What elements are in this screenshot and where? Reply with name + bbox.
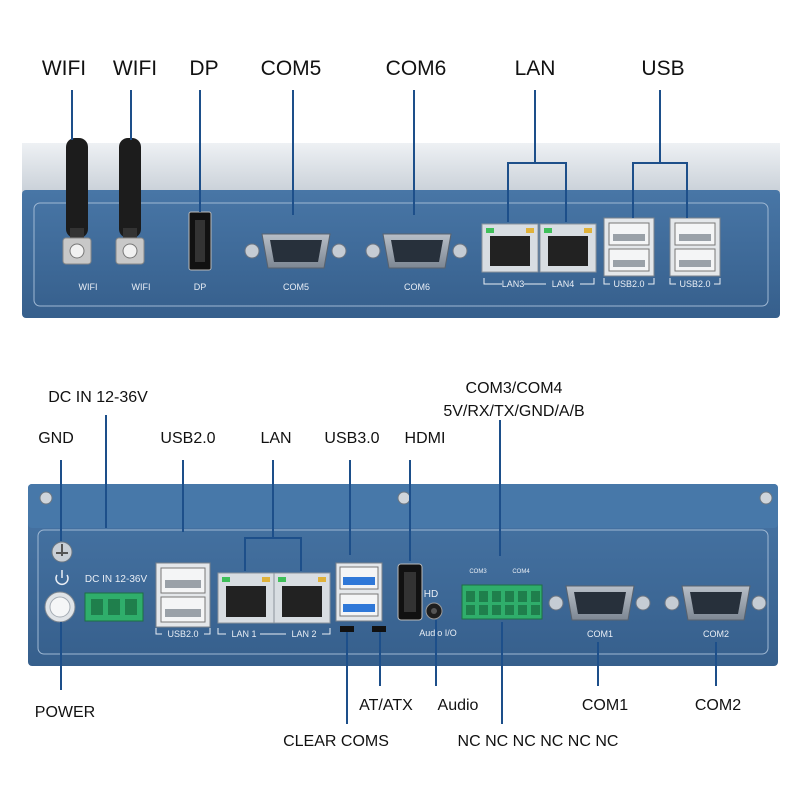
panel-label-com5: COM5 — [283, 282, 309, 292]
top-panel-inset — [33, 202, 769, 307]
callout-com5: COM5 — [261, 57, 322, 80]
bottom-leader-lines — [60, 415, 717, 724]
callout-at-atx: AT/ATX — [359, 697, 413, 714]
lan1-port — [217, 572, 275, 624]
bottom-rear-panel: DC IN 12-36V — [28, 484, 778, 666]
hdmi-port — [397, 563, 423, 621]
usb3-stack — [335, 562, 383, 622]
ground-symbol-icon — [51, 541, 73, 563]
panel-label-lan4: LAN4 — [552, 279, 575, 289]
callout-dp: DP — [189, 57, 218, 80]
panel-label-usb-b: USB2.0 — [679, 279, 710, 289]
panel-label-com1: COM1 — [587, 629, 613, 639]
callout-usb: USB — [641, 57, 684, 80]
panel-screw-left — [39, 491, 53, 505]
top-rear-panel: WIFI WIFI DP COM5 COM6 LAN3 LAN4 USB2.0 … — [22, 138, 780, 318]
panel-label-usb-a: USB2.0 — [613, 279, 644, 289]
panel-screw-right — [759, 491, 773, 505]
panel-label-lan3: LAN3 — [502, 279, 525, 289]
bottom-panel-brackets — [155, 628, 331, 635]
lan4-port — [539, 223, 597, 273]
com5-port — [244, 233, 347, 269]
callout-com1: COM1 — [582, 697, 628, 714]
panel-label-lan2: LAN 2 — [291, 629, 316, 639]
top-panel-brackets — [483, 278, 721, 285]
usb2-stack — [155, 562, 211, 628]
callout-hdmi: HDMI — [405, 430, 446, 447]
callout-power: POWER — [35, 704, 95, 721]
panel-label-com4: COM4 — [512, 569, 530, 575]
callout-com2: COM2 — [695, 697, 741, 714]
callout-gnd: GND — [38, 430, 74, 447]
power-button-icon — [44, 591, 76, 623]
usb2-stack-a — [603, 217, 655, 277]
dp-port — [188, 211, 212, 271]
panel-label-hd: HD — [424, 589, 438, 600]
com1-port — [548, 585, 651, 621]
com6-port — [365, 233, 468, 269]
panel-label-dp: DP — [194, 282, 207, 292]
at-atx-switch — [372, 626, 386, 632]
callout-usb30: USB3.0 — [324, 430, 379, 447]
top-leader-lines — [71, 90, 688, 222]
top-chassis-strip — [22, 143, 780, 193]
panel-label-lan1: LAN 1 — [231, 629, 256, 639]
callout-usb20: USB2.0 — [160, 430, 215, 447]
audio-jack — [425, 602, 443, 620]
lan3-port — [481, 223, 539, 273]
dc-in-terminal — [84, 592, 144, 622]
bottom-panel-inset — [37, 529, 769, 655]
callout-com34-line2: 5V/RX/TX/GND/A/B — [443, 403, 584, 420]
callout-dc-in: DC IN 12-36V — [48, 389, 148, 406]
clear-coms-switch — [340, 626, 354, 632]
callout-wifi2: WIFI — [113, 57, 157, 80]
usb2-stack-b — [669, 217, 721, 277]
com2-port — [664, 585, 767, 621]
callout-clear-coms: CLEAR COMS — [283, 733, 389, 750]
panel-label-dcin: DC IN 12-36V — [85, 574, 148, 585]
callout-wifi1: WIFI — [42, 57, 86, 80]
power-symbol-icon — [55, 570, 69, 585]
panel-screw-center — [397, 491, 411, 505]
callout-com6: COM6 — [386, 57, 447, 80]
com34-terminal-block — [461, 584, 543, 620]
panel-label-com3: COM3 — [469, 569, 487, 575]
panel-label-com6: COM6 — [404, 282, 430, 292]
panel-label-wifi2: WIFI — [132, 282, 151, 292]
callout-lan: LAN — [515, 57, 556, 80]
panel-label-com2: COM2 — [703, 629, 729, 639]
wifi-antenna-icon — [115, 138, 145, 265]
panel-label-wifi1: WIFI — [79, 282, 98, 292]
wifi-antenna-icon — [62, 138, 92, 265]
callout-audio: Audio — [438, 697, 479, 714]
bottom-panel-top-flange — [28, 484, 778, 528]
panel-label-usb20: USB2.0 — [167, 629, 198, 639]
callout-com34-line1: COM3/COM4 — [466, 380, 563, 397]
callout-nc: NC NC NC NC NC NC — [458, 733, 619, 750]
lan2-port — [273, 572, 331, 624]
panel-label-audio-io: Audio I/O — [419, 628, 457, 638]
callout-lan: LAN — [260, 430, 291, 447]
